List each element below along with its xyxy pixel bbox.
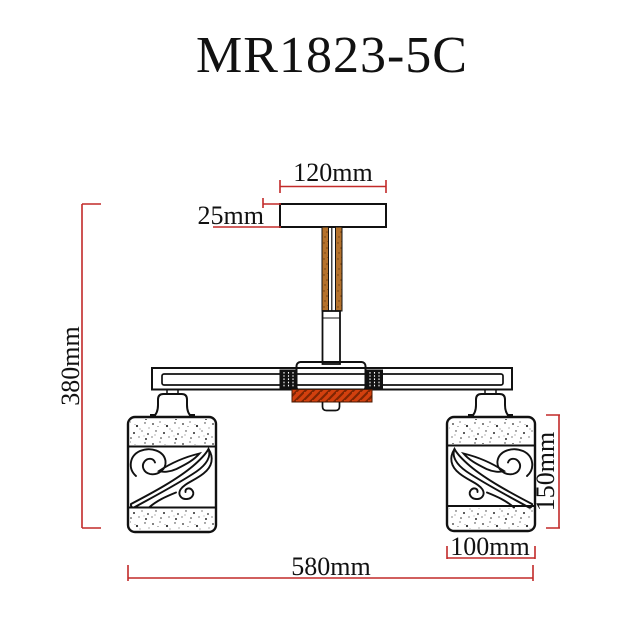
model-title: MR1823-5C <box>196 27 468 84</box>
down-rod-strip-right <box>335 226 343 312</box>
arm-inner-tube <box>161 373 504 386</box>
dim-shade-width-label: 100mm <box>450 532 529 561</box>
shade-right-top-band <box>449 419 533 444</box>
shade-right <box>445 415 537 533</box>
plate-tab <box>321 402 341 412</box>
down-rod-tube <box>321 310 341 365</box>
dim-overall-width-label: 580mm <box>291 552 370 581</box>
socket-left-foot-a <box>150 414 156 418</box>
down-rod <box>321 226 343 365</box>
dim-shade-height: 150mm <box>531 414 560 529</box>
dim-canopy-width-label: 120mm <box>293 158 372 187</box>
dim-overall-height-label: 380mm <box>56 326 85 405</box>
arm-bar <box>151 367 513 391</box>
dim-shade-height-label: 150mm <box>531 432 560 511</box>
dim-canopy-height-label: 25mm <box>198 201 264 230</box>
hub-connector-right <box>365 369 383 389</box>
dim-shade-width: 100mm <box>446 532 536 561</box>
ceiling-canopy <box>279 203 387 228</box>
center-hub <box>295 361 367 392</box>
shade-left-top-band <box>130 419 214 445</box>
socket-right-foot-a <box>468 414 474 418</box>
socket-left-foot-b <box>189 414 195 418</box>
dim-canopy-width: 120mm <box>279 158 387 193</box>
shade-right-bottom-band <box>449 508 533 529</box>
socket-right <box>467 393 514 418</box>
hub-connector-left <box>279 369 297 389</box>
dim-overall-height: 380mm <box>56 203 101 529</box>
shade-right-ornament <box>450 448 534 509</box>
shade-left <box>126 415 218 534</box>
shade-left-bottom-band <box>130 509 214 530</box>
dim-shade-width-line <box>446 546 536 559</box>
socket-right-foot-b <box>507 414 513 418</box>
dim-canopy-height: 25mm <box>198 198 281 230</box>
socket-left <box>149 393 196 418</box>
mount-plate <box>291 389 373 403</box>
down-rod-strip-left <box>321 226 329 312</box>
dim-shade-height-line <box>546 414 560 529</box>
dim-overall-height-line <box>81 203 101 529</box>
dim-canopy-width-line <box>279 180 387 193</box>
dim-overall-width-line <box>127 565 534 581</box>
dim-overall-width: 580mm <box>127 552 534 581</box>
dim-canopy-height-line <box>213 198 281 228</box>
shade-left-ornament <box>129 448 213 509</box>
